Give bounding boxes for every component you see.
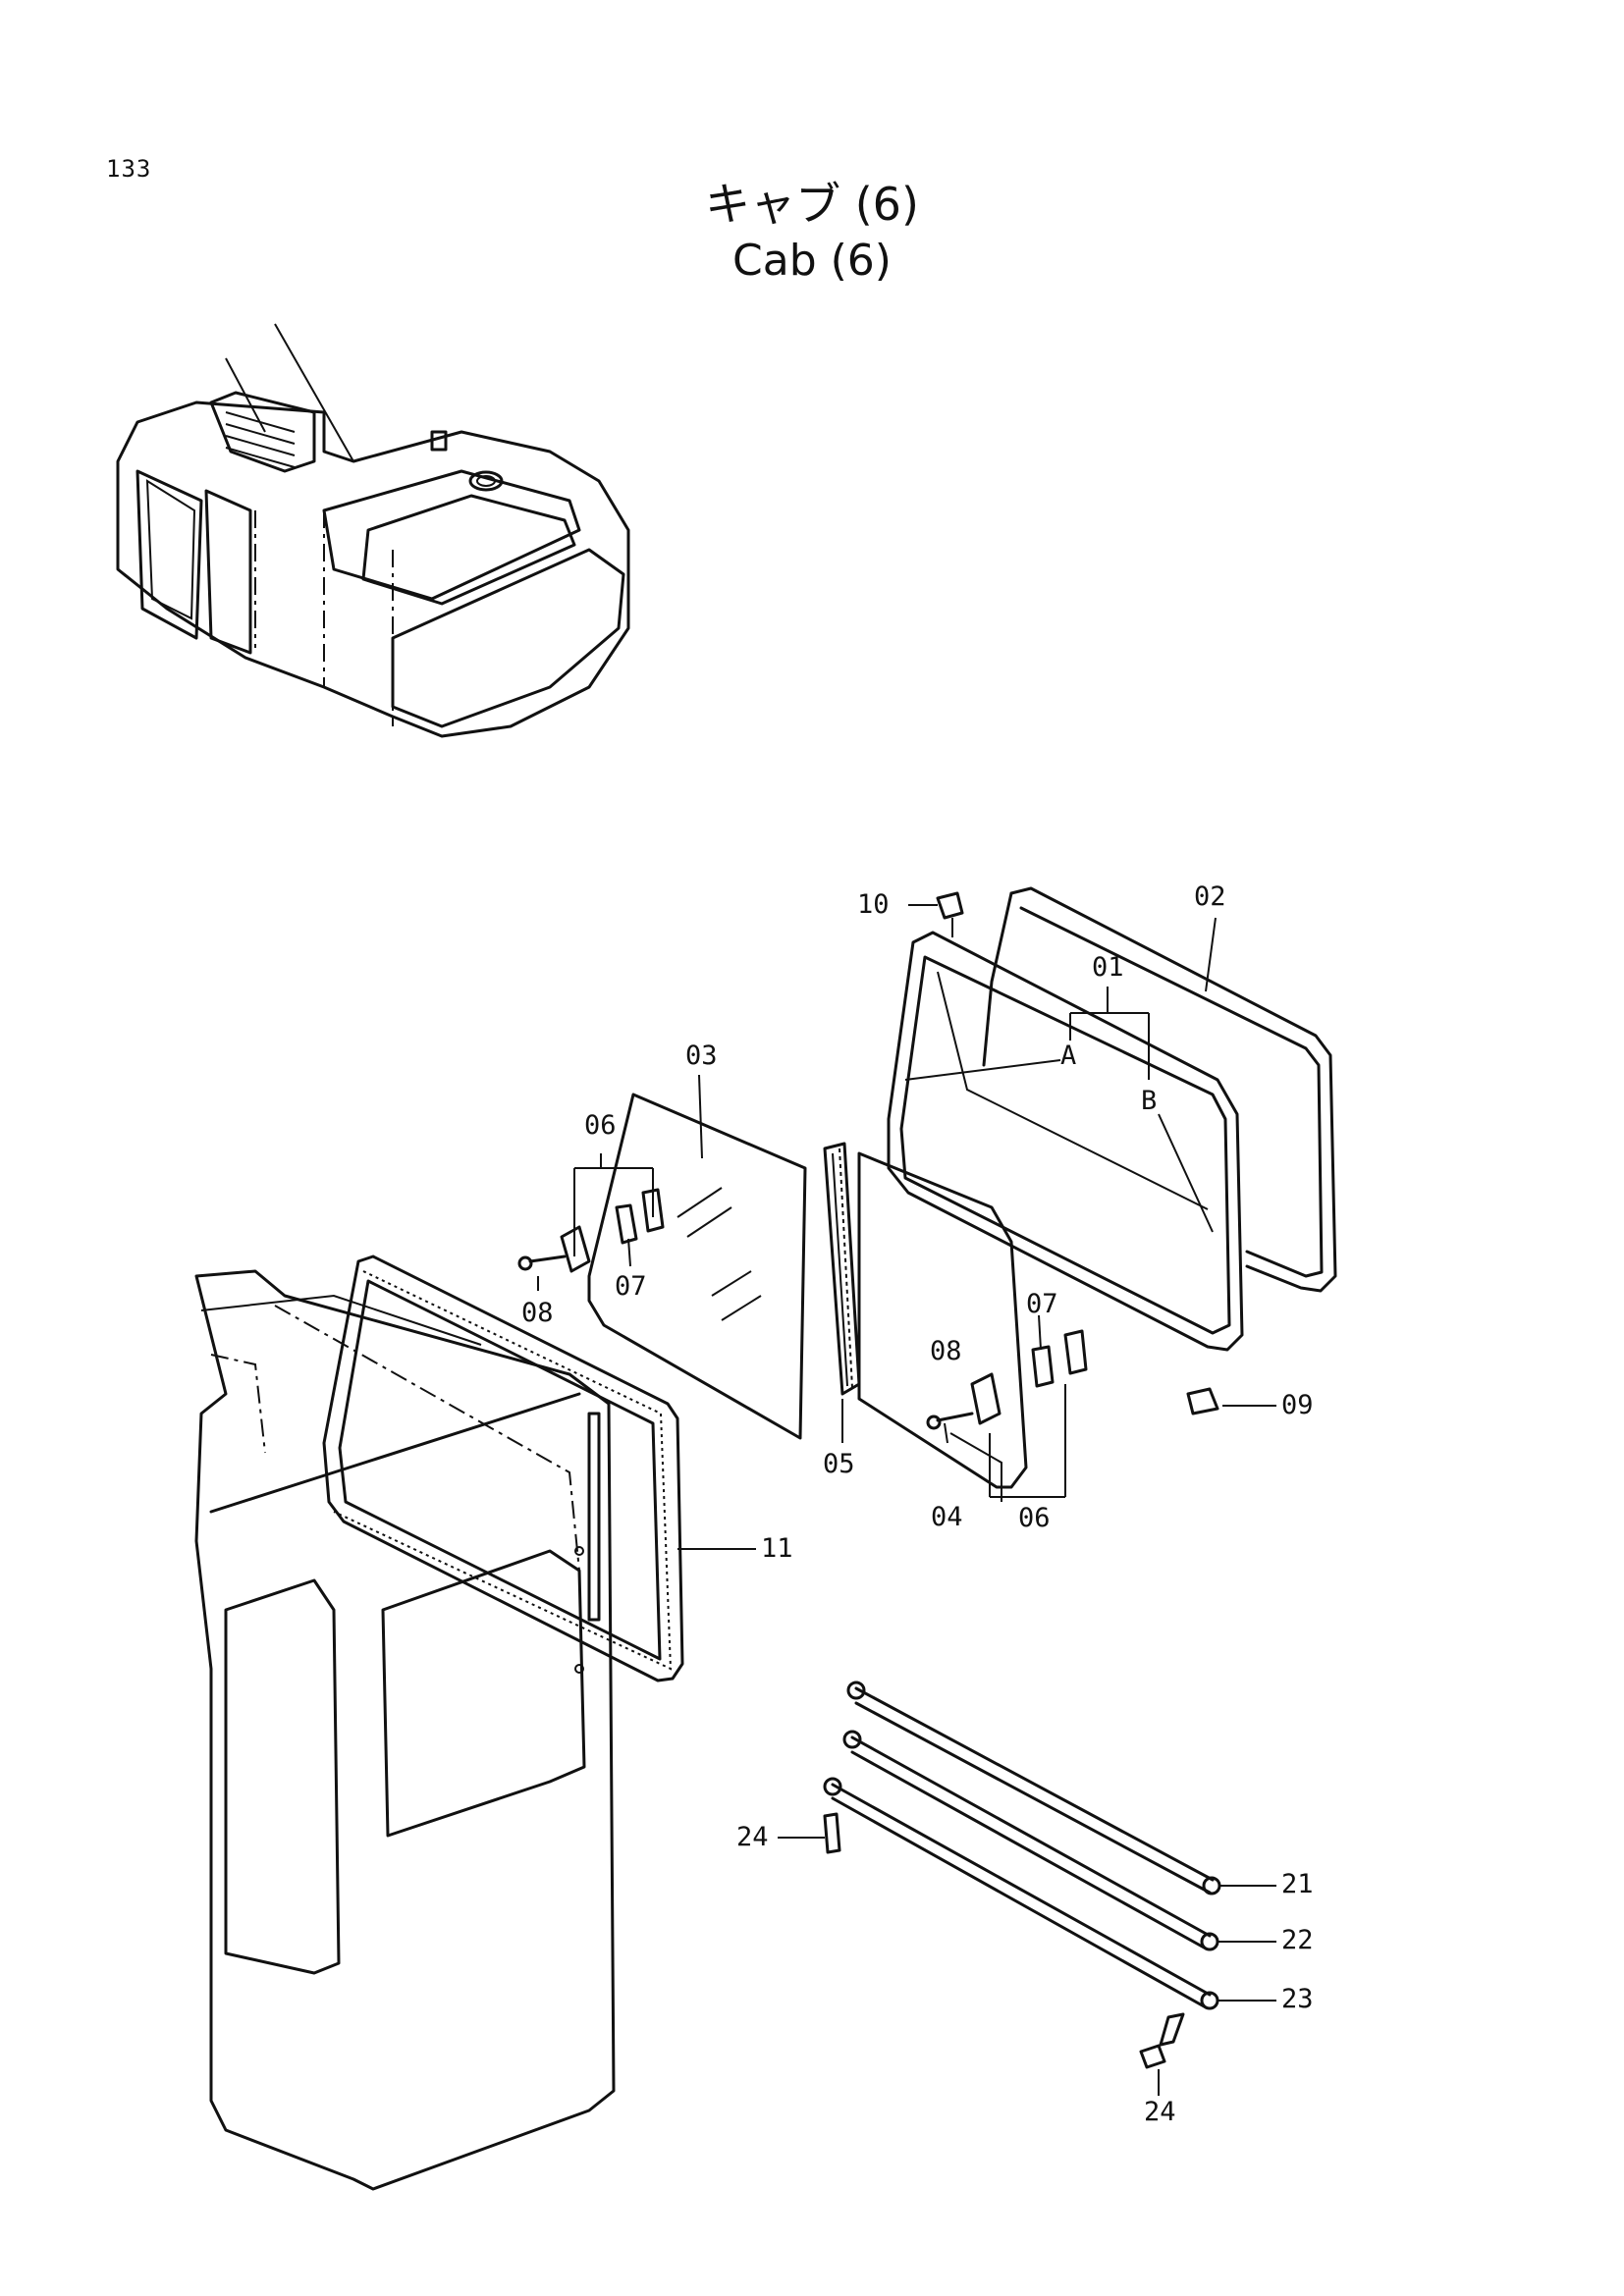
- title-english: Cab (6): [732, 236, 892, 286]
- callout-07-right: 07: [1026, 1289, 1058, 1319]
- part-03-fixed-glass: [587, 1093, 807, 1440]
- part-01-window-frame: [887, 931, 1244, 1352]
- callout-24-bottom: 24: [1144, 2097, 1176, 2127]
- callout-07-left: 07: [615, 1271, 647, 1302]
- part-05-vertical-seal-strip: [823, 1142, 861, 1396]
- machine-overview-illustration: [116, 323, 630, 738]
- callout-08-left: 08: [521, 1298, 554, 1328]
- callout-06-right: 06: [1018, 1503, 1051, 1533]
- marker-a: A: [1060, 1041, 1077, 1071]
- part-24-bolt: [823, 1812, 1185, 2069]
- page-number: 133: [106, 155, 152, 183]
- marker-b: B: [1141, 1086, 1158, 1116]
- part-21-stay-bar: [846, 1681, 1221, 1896]
- callout-02: 02: [1194, 881, 1226, 912]
- callout-23: 23: [1281, 1984, 1314, 2014]
- part-06-latch-right: [926, 1329, 1088, 1430]
- callout-03: 03: [685, 1041, 718, 1071]
- callout-01: 01: [1092, 952, 1124, 983]
- callout-24-top: 24: [736, 1822, 769, 1852]
- callout-10: 10: [857, 889, 890, 920]
- part-09-stopper: [1186, 1387, 1219, 1415]
- part-11-rubber-seal: [322, 1255, 684, 1682]
- part-06-latch-left: [517, 1188, 665, 1273]
- callout-08-right: 08: [930, 1336, 962, 1366]
- callout-22: 22: [1281, 1925, 1314, 1955]
- callout-11: 11: [761, 1533, 793, 1564]
- part-22-stay-bar: [842, 1730, 1219, 1951]
- cab-body-illustration: [194, 1269, 616, 2191]
- callout-06-left: 06: [584, 1110, 617, 1141]
- leader-lines: [537, 904, 1276, 2096]
- callout-04: 04: [931, 1502, 963, 1532]
- part-23-stay-bar: [823, 1777, 1219, 2010]
- part-02-outer-seal: [982, 886, 1337, 1293]
- callout-21: 21: [1281, 1869, 1314, 1899]
- part-10-stopper: [936, 891, 964, 920]
- callout-09: 09: [1281, 1390, 1314, 1420]
- callout-05: 05: [823, 1449, 855, 1479]
- part-04-sliding-glass: [857, 1151, 1028, 1489]
- title-japanese: キャブ (6): [705, 178, 919, 231]
